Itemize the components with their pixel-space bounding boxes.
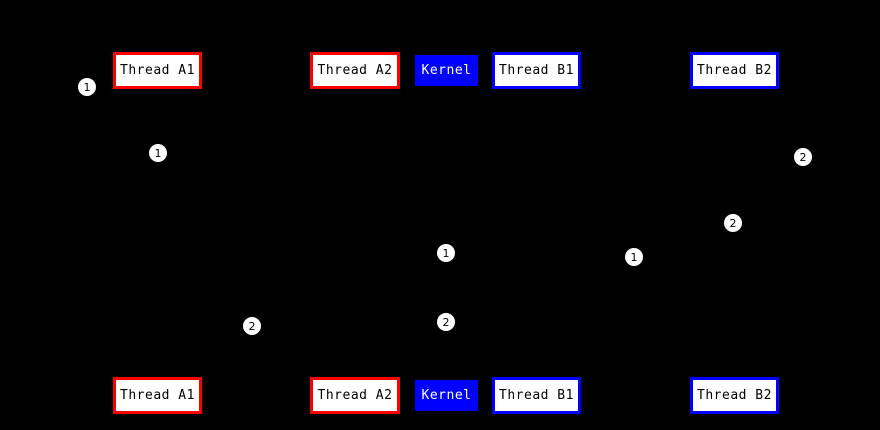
step-badge-1-6: 1 (625, 248, 643, 266)
step-badge-2-3: 2 (794, 148, 812, 166)
participant-box-thread-b2[interactable]: Thread B2 (690, 377, 779, 414)
message-arrow-4 (246, 323, 355, 329)
step-badge-2-7: 2 (243, 317, 261, 335)
lifeline-thread-a2 (355, 89, 356, 377)
step-badge-1-1: 1 (78, 78, 96, 96)
lifeline-thread-b1 (536, 89, 537, 377)
arrowhead-right-icon (734, 254, 740, 260)
participant-box-thread-b1[interactable]: Thread B1 (492, 377, 581, 414)
lifeline-kernel (446, 86, 447, 380)
message-arrow-1 (157, 150, 452, 156)
participant-box-thread-a2[interactable]: Thread A2 (310, 377, 400, 414)
participant-box-thread-b1[interactable]: Thread B1 (492, 52, 581, 89)
message-arrow-2 (440, 250, 536, 256)
lifeline-thread-a1 (157, 89, 158, 377)
participant-box-thread-b2[interactable]: Thread B2 (690, 52, 779, 89)
step-badge-1-2: 1 (149, 144, 167, 162)
message-arrow-5 (355, 319, 452, 325)
participant-box-kernel[interactable]: Kernel (415, 380, 478, 411)
step-badge-1-5: 1 (437, 244, 455, 262)
arrowhead-right-icon (446, 150, 452, 156)
lifeline-thread-b2 (734, 89, 735, 377)
step-badge-2-4: 2 (724, 214, 742, 232)
step-badge-2-8: 2 (437, 313, 455, 331)
participant-box-thread-a1[interactable]: Thread A1 (113, 52, 202, 89)
participant-box-thread-a2[interactable]: Thread A2 (310, 52, 400, 89)
participant-box-thread-a1[interactable]: Thread A1 (113, 377, 202, 414)
participant-box-kernel[interactable]: Kernel (415, 55, 478, 86)
